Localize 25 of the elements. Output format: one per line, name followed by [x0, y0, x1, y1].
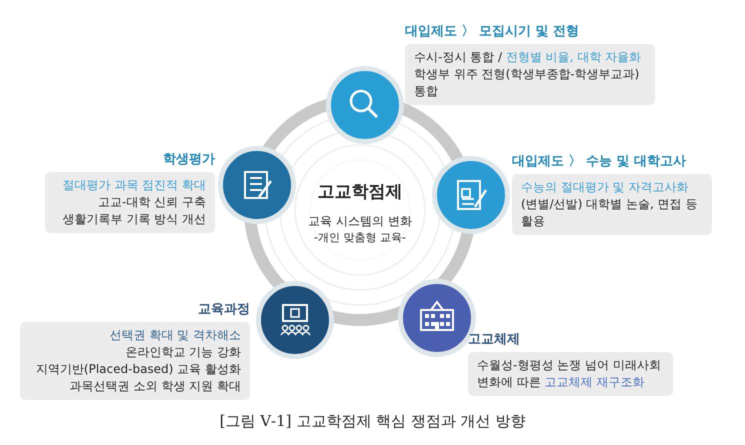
icon-circle	[326, 66, 404, 144]
figure-caption: [그림 Ⅴ-1] 고교학점제 핵심 쟁점과 개선 방향	[218, 412, 526, 431]
center-title: 고교학점제	[318, 180, 402, 202]
note-text: 수월성-형평성 논쟁 넘어 미래사회	[477, 357, 662, 374]
note-text: 고교-대학 신뢰 구축	[97, 194, 206, 211]
note-text: 변화에 따른 고교체제 재구조화	[477, 374, 646, 391]
center-subtitle: -개인 맞춤형 교육-	[314, 230, 406, 244]
note-text: (변별/선발) 대학별 논술, 면접 등 활용	[521, 196, 698, 230]
note-text: 선택권 확대 및 격차해소	[108, 327, 241, 344]
note-text: 과목선택권 소외 학생 지원 확대	[68, 378, 241, 395]
section-heading: 학생평가	[163, 151, 215, 168]
note-text: 생활기록부 기록 방식 개선	[62, 211, 206, 228]
icon-circle	[432, 156, 510, 234]
section-heading: 고교체제	[468, 331, 520, 348]
note-text: 절대평가 과목 점진적 확대	[62, 177, 206, 194]
center-subtitle: 교육 시스템의 변화	[308, 212, 412, 230]
icon-circle	[218, 146, 296, 224]
section-heading: 대입제도 〉 수능 및 대학고사	[512, 153, 686, 170]
section-heading: 대입제도 〉 모집시기 및 전형	[405, 23, 580, 40]
section-heading: 교육과정	[198, 301, 250, 318]
note-text: 수능의 절대평가 및 자격고사화	[521, 179, 690, 196]
note-text: 온라인학교 기능 강화	[124, 344, 241, 361]
note-text: 학생부 위주 전형(학생부종합-학생부교과) 통합	[414, 66, 640, 100]
note-text: 지역기반(Placed-based) 교육 활성화	[34, 361, 241, 378]
note-text: 수시-정시 통합 / 전형별 비율, 대학 자율화	[414, 49, 642, 66]
